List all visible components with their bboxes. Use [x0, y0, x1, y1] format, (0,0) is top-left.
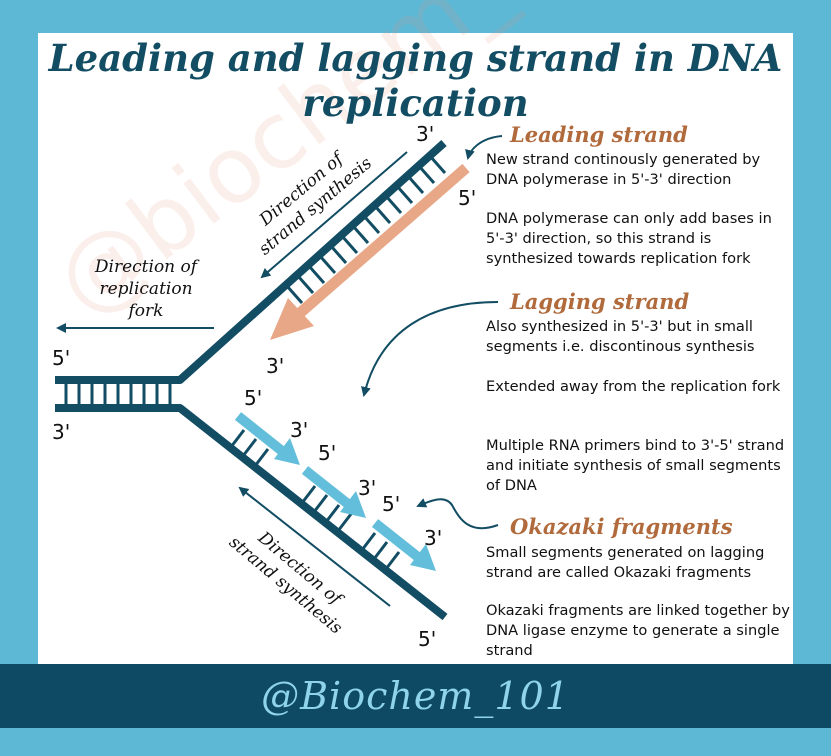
frag3-5-prime-label: 5'	[382, 492, 401, 516]
lagging-callout	[361, 301, 499, 397]
frag1-3-prime-label: 3'	[290, 418, 309, 442]
lagging-text-2: Extended away from the replication fork	[486, 378, 781, 395]
leading-base-pairs	[285, 155, 447, 304]
bottom-5-prime-label: 5'	[418, 627, 437, 651]
fork-direction-label: Direction of replication fork	[94, 257, 198, 321]
leading-5-prime-label: 5'	[458, 186, 477, 210]
duplex-base-pairs	[64, 384, 172, 404]
lagging-base-pairs	[229, 429, 401, 570]
callout-pointers	[361, 135, 503, 530]
leading-text-2: DNA polymerase can only add bases in 5'-…	[486, 210, 772, 267]
footer-bar: @Biochem_101	[0, 664, 831, 728]
leading-strand-arrow	[270, 163, 470, 340]
direction-arrows	[56, 151, 408, 607]
okazaki-text-2: Okazaki fragments are linked together by…	[486, 602, 790, 659]
okazaki-fragment-arrows	[234, 412, 436, 571]
lagging-text-1: Also synthesized in 5'-3' but in small s…	[486, 318, 755, 355]
frag1-5-prime-label: 5'	[244, 386, 263, 410]
leading-text-1: New strand continously generated by DNA …	[486, 151, 761, 188]
okazaki-heading: Okazaki fragments	[510, 514, 733, 539]
footer-handle: @Biochem_101	[261, 674, 570, 718]
okazaki-callout	[416, 498, 499, 530]
page-title: Leading and lagging strand in DNA replic…	[48, 36, 783, 125]
lagging-text-3: Multiple RNA primers bind to 3'-5' stran…	[486, 437, 785, 494]
bottom-synthesis-arrow	[238, 486, 391, 607]
leading-callout	[465, 135, 503, 160]
okazaki-fragment-1	[234, 412, 300, 465]
okazaki-fragment-3	[371, 519, 436, 571]
parent-3-prime-label: 3'	[52, 420, 71, 444]
top-3-prime-label: 3'	[416, 122, 435, 146]
leading-3-prime-label: 3'	[266, 354, 285, 378]
lagging-strand-heading: Lagging strand	[510, 289, 690, 314]
top-synthesis-arrow	[260, 151, 408, 279]
okazaki-fragment-2	[301, 466, 366, 518]
parent-5-prime-label: 5'	[52, 346, 71, 370]
okazaki-text-1: Small segments generated on lagging stra…	[486, 544, 765, 581]
frag2-5-prime-label: 5'	[318, 441, 337, 465]
parental-duplex	[55, 140, 448, 621]
top-parental-strand	[55, 140, 447, 384]
frag3-3-prime-label: 3'	[424, 526, 443, 550]
frag2-3-prime-label: 3'	[358, 476, 377, 500]
leading-strand-heading: Leading strand	[510, 122, 688, 147]
content-panel	[38, 33, 793, 673]
bottom-parental-strand	[55, 404, 448, 621]
